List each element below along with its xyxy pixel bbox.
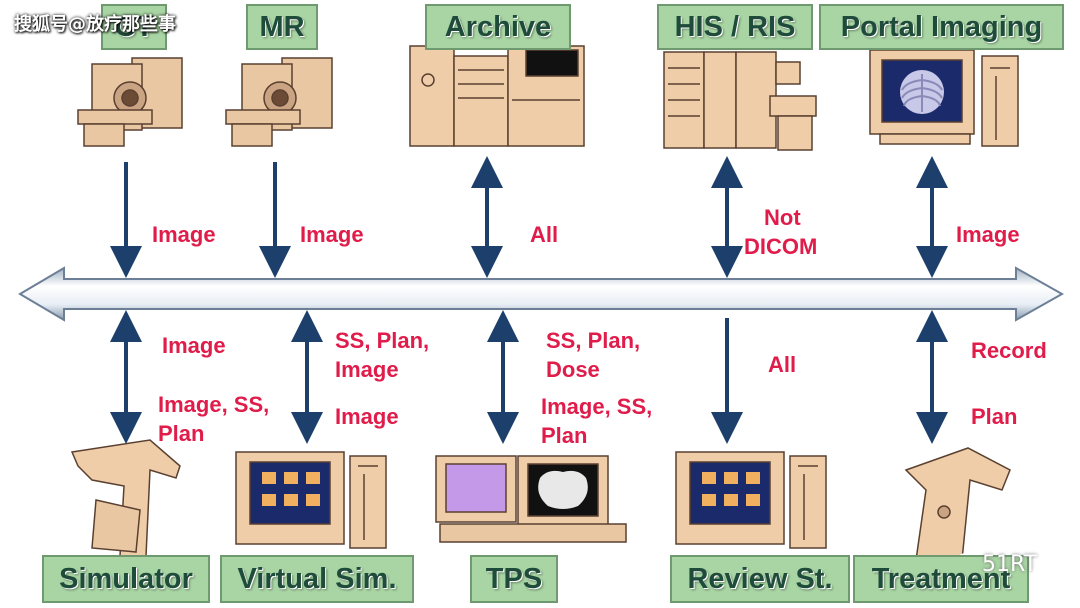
flow-label-virtual-sim-up-1: SS, Plan,: [335, 328, 430, 353]
portal-imaging-illustration: [869, 49, 1019, 147]
flow-label-his-ris-1: Not: [764, 205, 801, 230]
flow-label-mr: Image: [300, 222, 364, 247]
ct-node: CT: [101, 4, 167, 50]
network-bus: [18, 266, 1065, 322]
virtual-sim-illustration: [235, 451, 387, 549]
flow-label-treatment-down: Plan: [971, 404, 1018, 429]
flow-label-portal: Image: [956, 222, 1020, 247]
mr-scanner-illustration: [225, 57, 333, 147]
simulator-node: Simulator: [42, 555, 210, 603]
flow-label-review-up: All: [768, 352, 797, 377]
flow-label-tps-down-2: Plan: [541, 423, 588, 448]
watermark-text: 搜狐号@放疗那些事: [14, 14, 176, 35]
watermark-logo-text: 51RT: [982, 552, 1038, 577]
flow-label-virtual-sim-up-2: Image: [335, 357, 399, 382]
flow-label-ct: Image: [152, 222, 216, 247]
tps-illustration: [435, 455, 627, 543]
review-station-illustration: [675, 451, 827, 549]
treatment-node: Treatment: [853, 555, 1029, 603]
archive-node: Archive: [425, 4, 571, 50]
flow-label-tps-up-1: SS, Plan,: [546, 328, 641, 353]
virtual-sim-node: Virtual Sim.: [220, 555, 414, 603]
flow-label-simulator-up: Image: [162, 333, 226, 358]
archive-illustration: [409, 45, 585, 147]
portal-imaging-node: Portal Imaging: [819, 4, 1064, 50]
review-station-node: Review St.: [670, 555, 850, 603]
ct-scanner-illustration: [77, 57, 183, 147]
flow-label-tps-down-1: Image, SS,: [541, 394, 653, 419]
his-ris-node: HIS / RIS: [657, 4, 813, 50]
simulator-illustration: [70, 439, 181, 557]
flow-label-virtual-sim-down: Image: [335, 404, 399, 429]
flow-label-treatment-up: Record: [971, 338, 1047, 363]
mr-node: MR: [246, 4, 318, 50]
his-ris-illustration: [663, 51, 817, 151]
tps-node: TPS: [470, 555, 558, 603]
flow-label-simulator-down-1: Image, SS,: [158, 392, 270, 417]
treatment-illustration: [904, 447, 1011, 561]
flow-label-tps-up-2: Dose: [546, 357, 600, 382]
flow-label-his-ris-2: DICOM: [744, 234, 818, 259]
flow-label-simulator-down-2: Plan: [158, 421, 205, 446]
flow-label-archive: All: [530, 222, 559, 247]
